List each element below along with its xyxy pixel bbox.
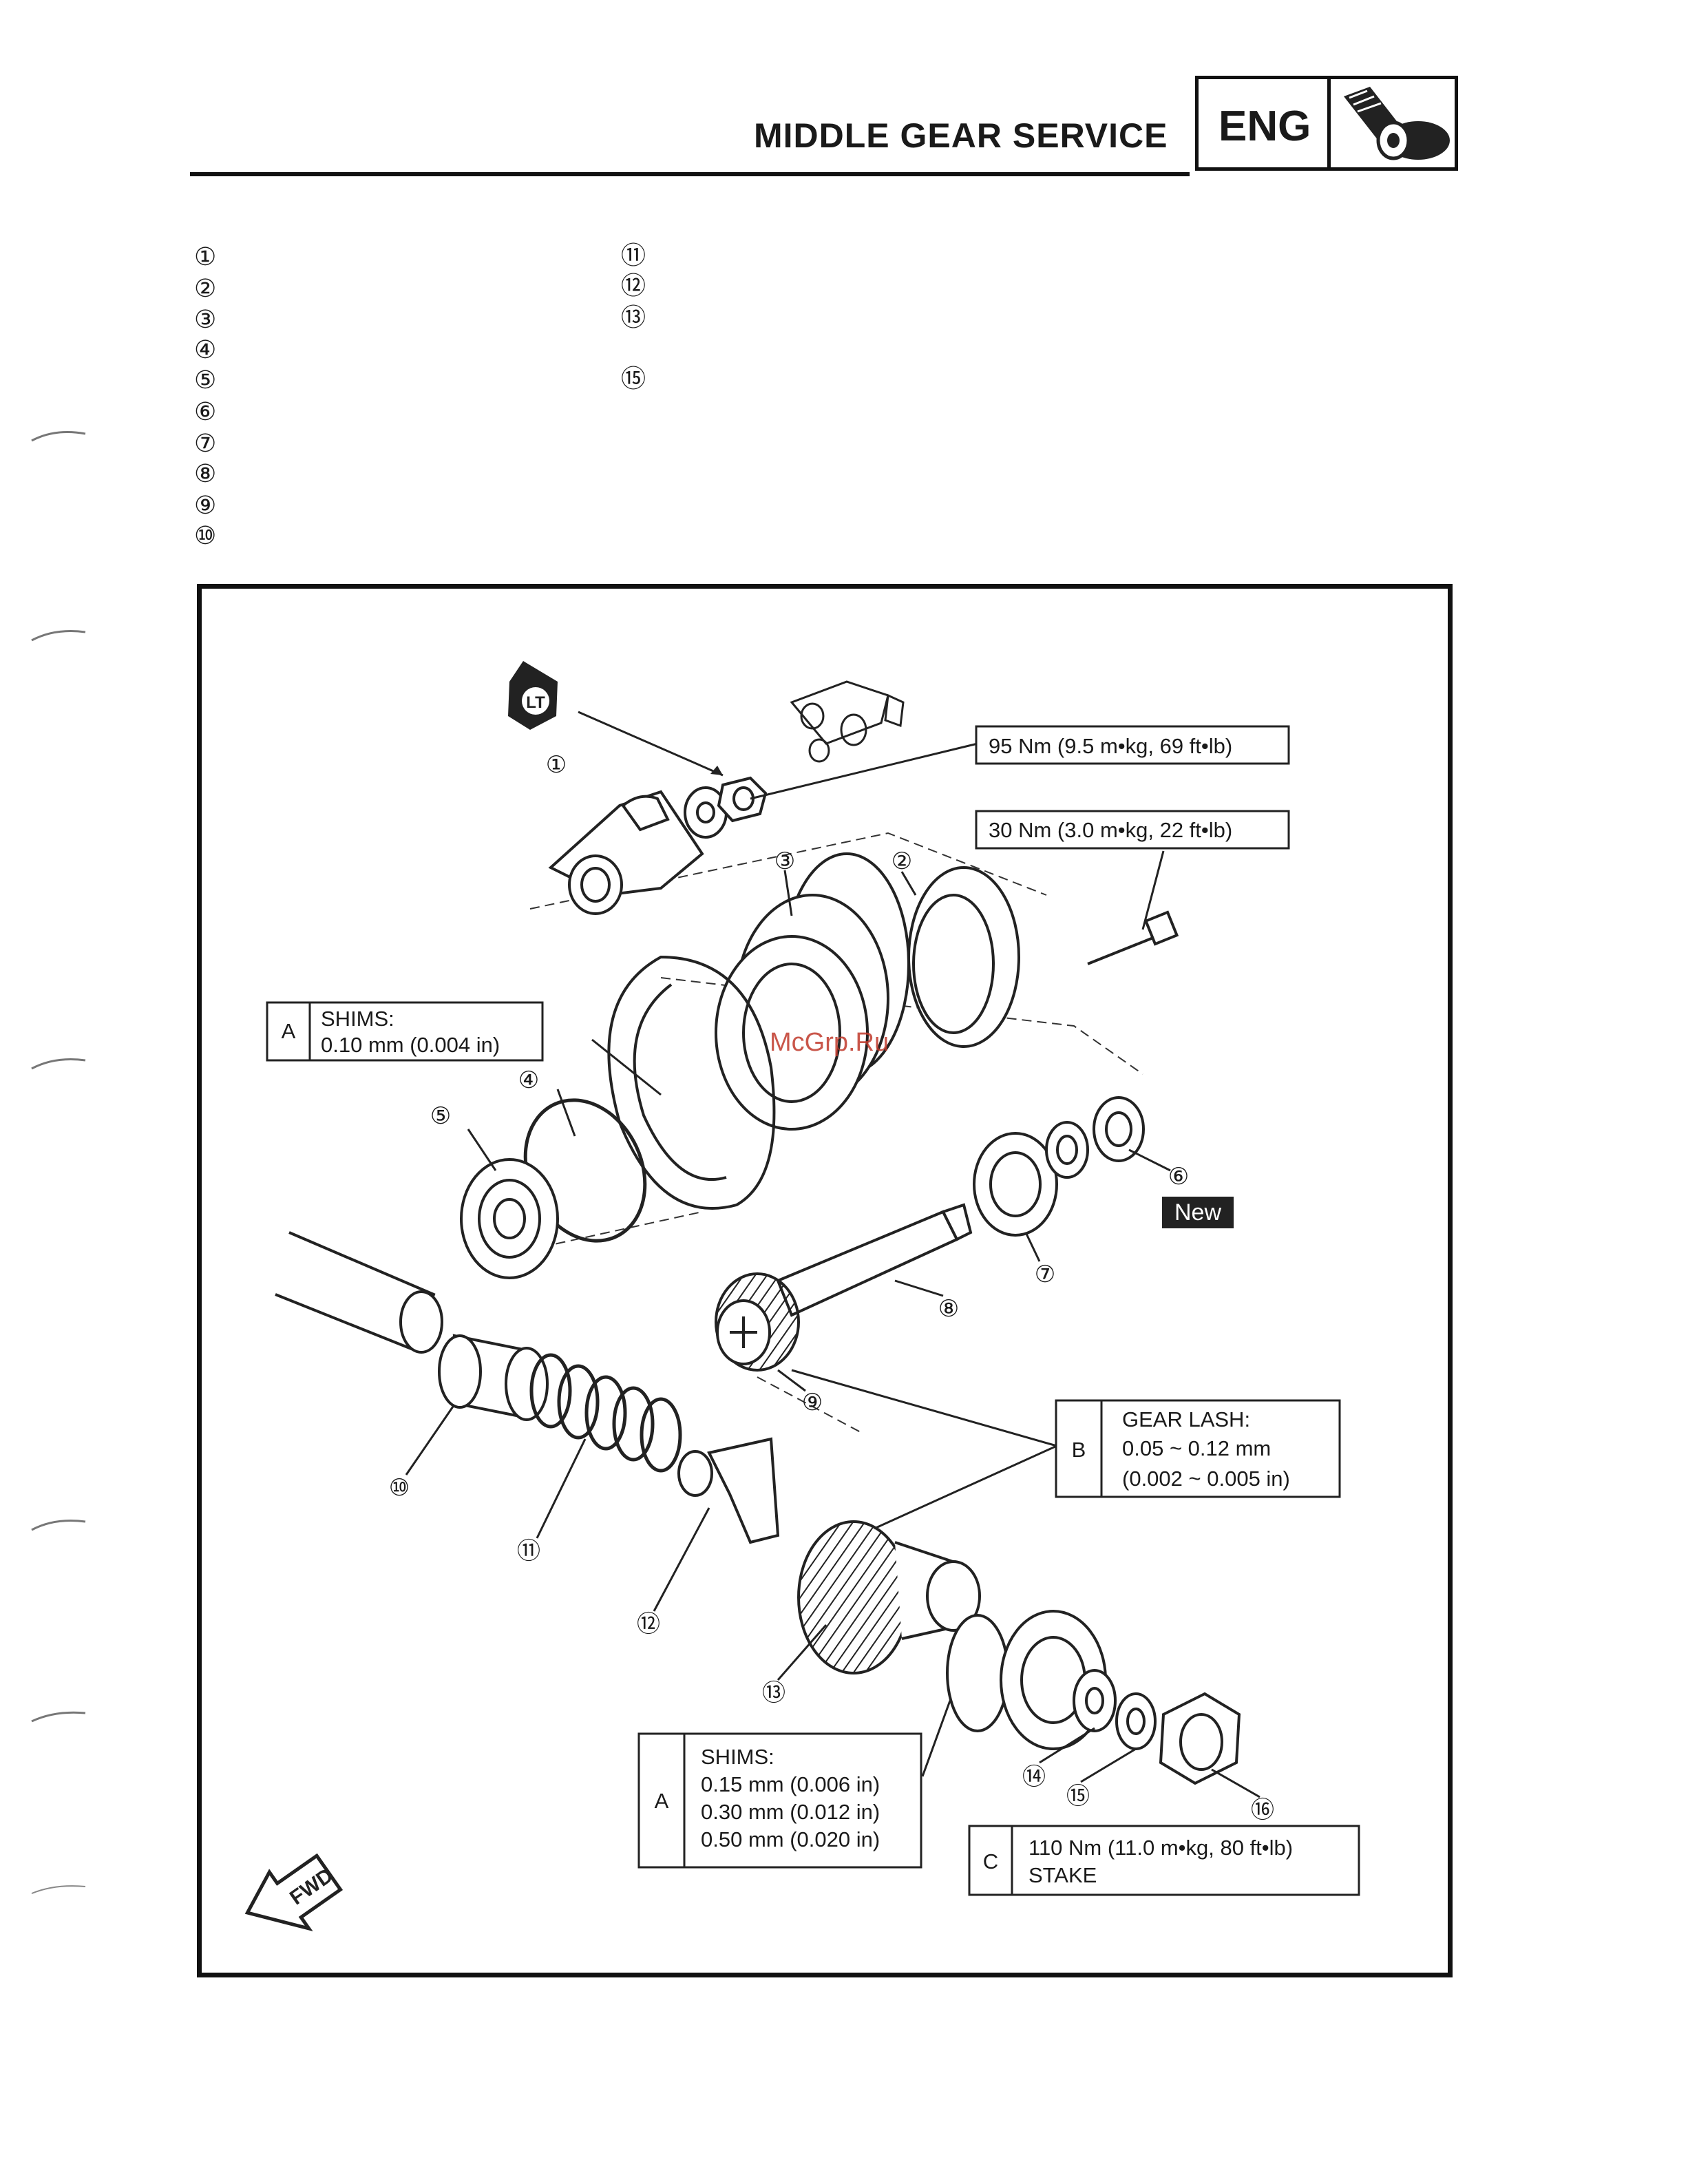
svg-text:30 Nm (3.0 m•kg, 22 ft•lb): 30 Nm (3.0 m•kg, 22 ft•lb) <box>989 818 1232 842</box>
binder-marks <box>31 431 86 1894</box>
bottom-bearing <box>946 1610 1107 1750</box>
svg-text:0.50 mm (0.020 in): 0.50 mm (0.020 in) <box>701 1827 880 1851</box>
svg-text:0.10 mm (0.004 in): 0.10 mm (0.004 in) <box>321 1033 500 1057</box>
callout-8: ⑧ <box>938 1296 959 1322</box>
part-11-spring <box>529 1353 682 1473</box>
part-7-bearing <box>973 1132 1058 1237</box>
svg-text:B: B <box>1072 1438 1086 1462</box>
svg-text:SHIMS:: SHIMS: <box>321 1007 394 1031</box>
part-12-yoke <box>677 1437 780 1544</box>
part-5-bearing <box>460 1158 559 1279</box>
callout-9: ⑨ <box>802 1389 823 1416</box>
svg-text:0.15 mm (0.006 in): 0.15 mm (0.006 in) <box>701 1772 880 1796</box>
part-9-drive-gear <box>715 1272 800 1372</box>
callout-16: ⑯ <box>1251 1797 1274 1823</box>
callout-6: ⑥ <box>1168 1164 1189 1190</box>
watermark: McGrp.Ru <box>770 1028 889 1057</box>
svg-text:C: C <box>983 1849 998 1873</box>
legend-number-7: ⑦ <box>194 429 217 457</box>
header-rule <box>190 172 1190 176</box>
part-10-coupling <box>438 1334 549 1421</box>
legend-number-2: ② <box>194 274 217 302</box>
lt-badge-text: LT <box>526 693 545 712</box>
legend-number-4: ④ <box>194 335 217 364</box>
part-1-yoke <box>548 790 704 915</box>
washer-and-nut <box>684 776 768 839</box>
propeller-shaft <box>275 1231 443 1354</box>
shims-spec-a-top: A SHIMS: 0.10 mm (0.004 in) <box>266 1001 544 1062</box>
callout-12: ⑫ <box>637 1611 660 1637</box>
svg-text:STAKE: STAKE <box>1028 1863 1097 1887</box>
fwd-arrow-icon: FWD <box>244 1853 344 1932</box>
svg-text:95 Nm (9.5 m•kg, 69 ft•lb): 95 Nm (9.5 m•kg, 69 ft•lb) <box>989 734 1232 758</box>
shim-plate-a <box>607 955 776 1210</box>
callout-15: ⑮ <box>1066 1783 1090 1809</box>
callout-2: ② <box>892 848 912 874</box>
torque-spec-30: 30 Nm (3.0 m•kg, 22 ft•lb) <box>975 810 1290 850</box>
shims-spec-a-bottom: A SHIMS: 0.15 mm (0.006 in) 0.30 mm (0.0… <box>637 1732 922 1869</box>
callout-10: ⑩ <box>389 1475 410 1501</box>
housing-bolt <box>1087 910 1179 965</box>
page-title: MIDDLE GEAR SERVICE <box>754 116 1168 155</box>
part-3-bearing-housing <box>715 852 910 1131</box>
callout-4: ④ <box>518 1067 539 1093</box>
eng-badge-divider <box>1327 76 1331 171</box>
legend-number-15: ⑮ <box>621 364 646 392</box>
svg-text:SHIMS:: SHIMS: <box>701 1745 774 1769</box>
legend-number-5: ⑤ <box>194 366 217 394</box>
torque-spec-c: C 110 Nm (11.0 m•kg, 80 ft•lb) STAKE <box>968 1825 1360 1896</box>
legend-number-12: ⑫ <box>621 271 646 300</box>
part-16-nut <box>1159 1692 1241 1785</box>
callout-7: ⑦ <box>1035 1261 1055 1288</box>
svg-text:(0.002 ~ 0.005 in): (0.002 ~ 0.005 in) <box>1122 1467 1290 1491</box>
torque-spec-95: 95 Nm (9.5 m•kg, 69 ft•lb) <box>975 725 1290 765</box>
gear-lash-spec-b: B GEAR LASH: 0.05 ~ 0.12 mm (0.002 ~ 0.0… <box>1055 1399 1341 1498</box>
callout-1: ① <box>546 752 567 778</box>
drive-shaft-icon <box>1344 87 1450 160</box>
exploded-view-diagram: LT <box>244 661 1360 1932</box>
svg-text:0.30 mm (0.012 in): 0.30 mm (0.012 in) <box>701 1800 880 1824</box>
part-2-seal <box>907 866 1020 1048</box>
diagram-frame <box>197 584 1453 1977</box>
eng-badge <box>1195 76 1458 171</box>
svg-text:GEAR LASH:: GEAR LASH: <box>1122 1407 1250 1431</box>
svg-text:110 Nm (11.0 m•kg, 80 ft•lb): 110 Nm (11.0 m•kg, 80 ft•lb) <box>1028 1836 1293 1860</box>
callout-5: ⑤ <box>430 1103 451 1129</box>
callout-3: ③ <box>774 848 795 874</box>
svg-text:New: New <box>1174 1199 1221 1226</box>
lt-locktite-icon: LT <box>508 661 724 777</box>
new-part-badge: New <box>1162 1197 1234 1228</box>
leader-lines <box>405 742 1260 1798</box>
legend-number-10: ⑩ <box>194 521 217 549</box>
universal-joint <box>790 680 905 763</box>
part-6-oil-seal <box>1045 1096 1145 1179</box>
legend-number-8: ⑧ <box>194 459 217 487</box>
eng-badge-label: ENG <box>1218 103 1311 150</box>
callout-11: ⑪ <box>517 1538 540 1564</box>
part-14-washer <box>1073 1669 1117 1732</box>
svg-text:A: A <box>282 1019 296 1043</box>
svg-text:A: A <box>655 1789 669 1813</box>
legend-number-9: ⑨ <box>194 491 217 519</box>
part-15-lock-washer <box>1115 1692 1157 1750</box>
legend-number-3: ③ <box>194 305 217 333</box>
legend-number-6: ⑥ <box>194 397 217 426</box>
legend-number-11: ⑪ <box>621 241 646 269</box>
svg-text:0.05 ~ 0.12 mm: 0.05 ~ 0.12 mm <box>1122 1436 1271 1460</box>
callout-14: ⑭ <box>1022 1764 1046 1790</box>
callout-13: ⑬ <box>762 1680 785 1706</box>
legend-number-1: ① <box>194 242 217 271</box>
legend-number-13: ⑬ <box>621 303 646 331</box>
part-13-driven-gear <box>797 1520 981 1674</box>
